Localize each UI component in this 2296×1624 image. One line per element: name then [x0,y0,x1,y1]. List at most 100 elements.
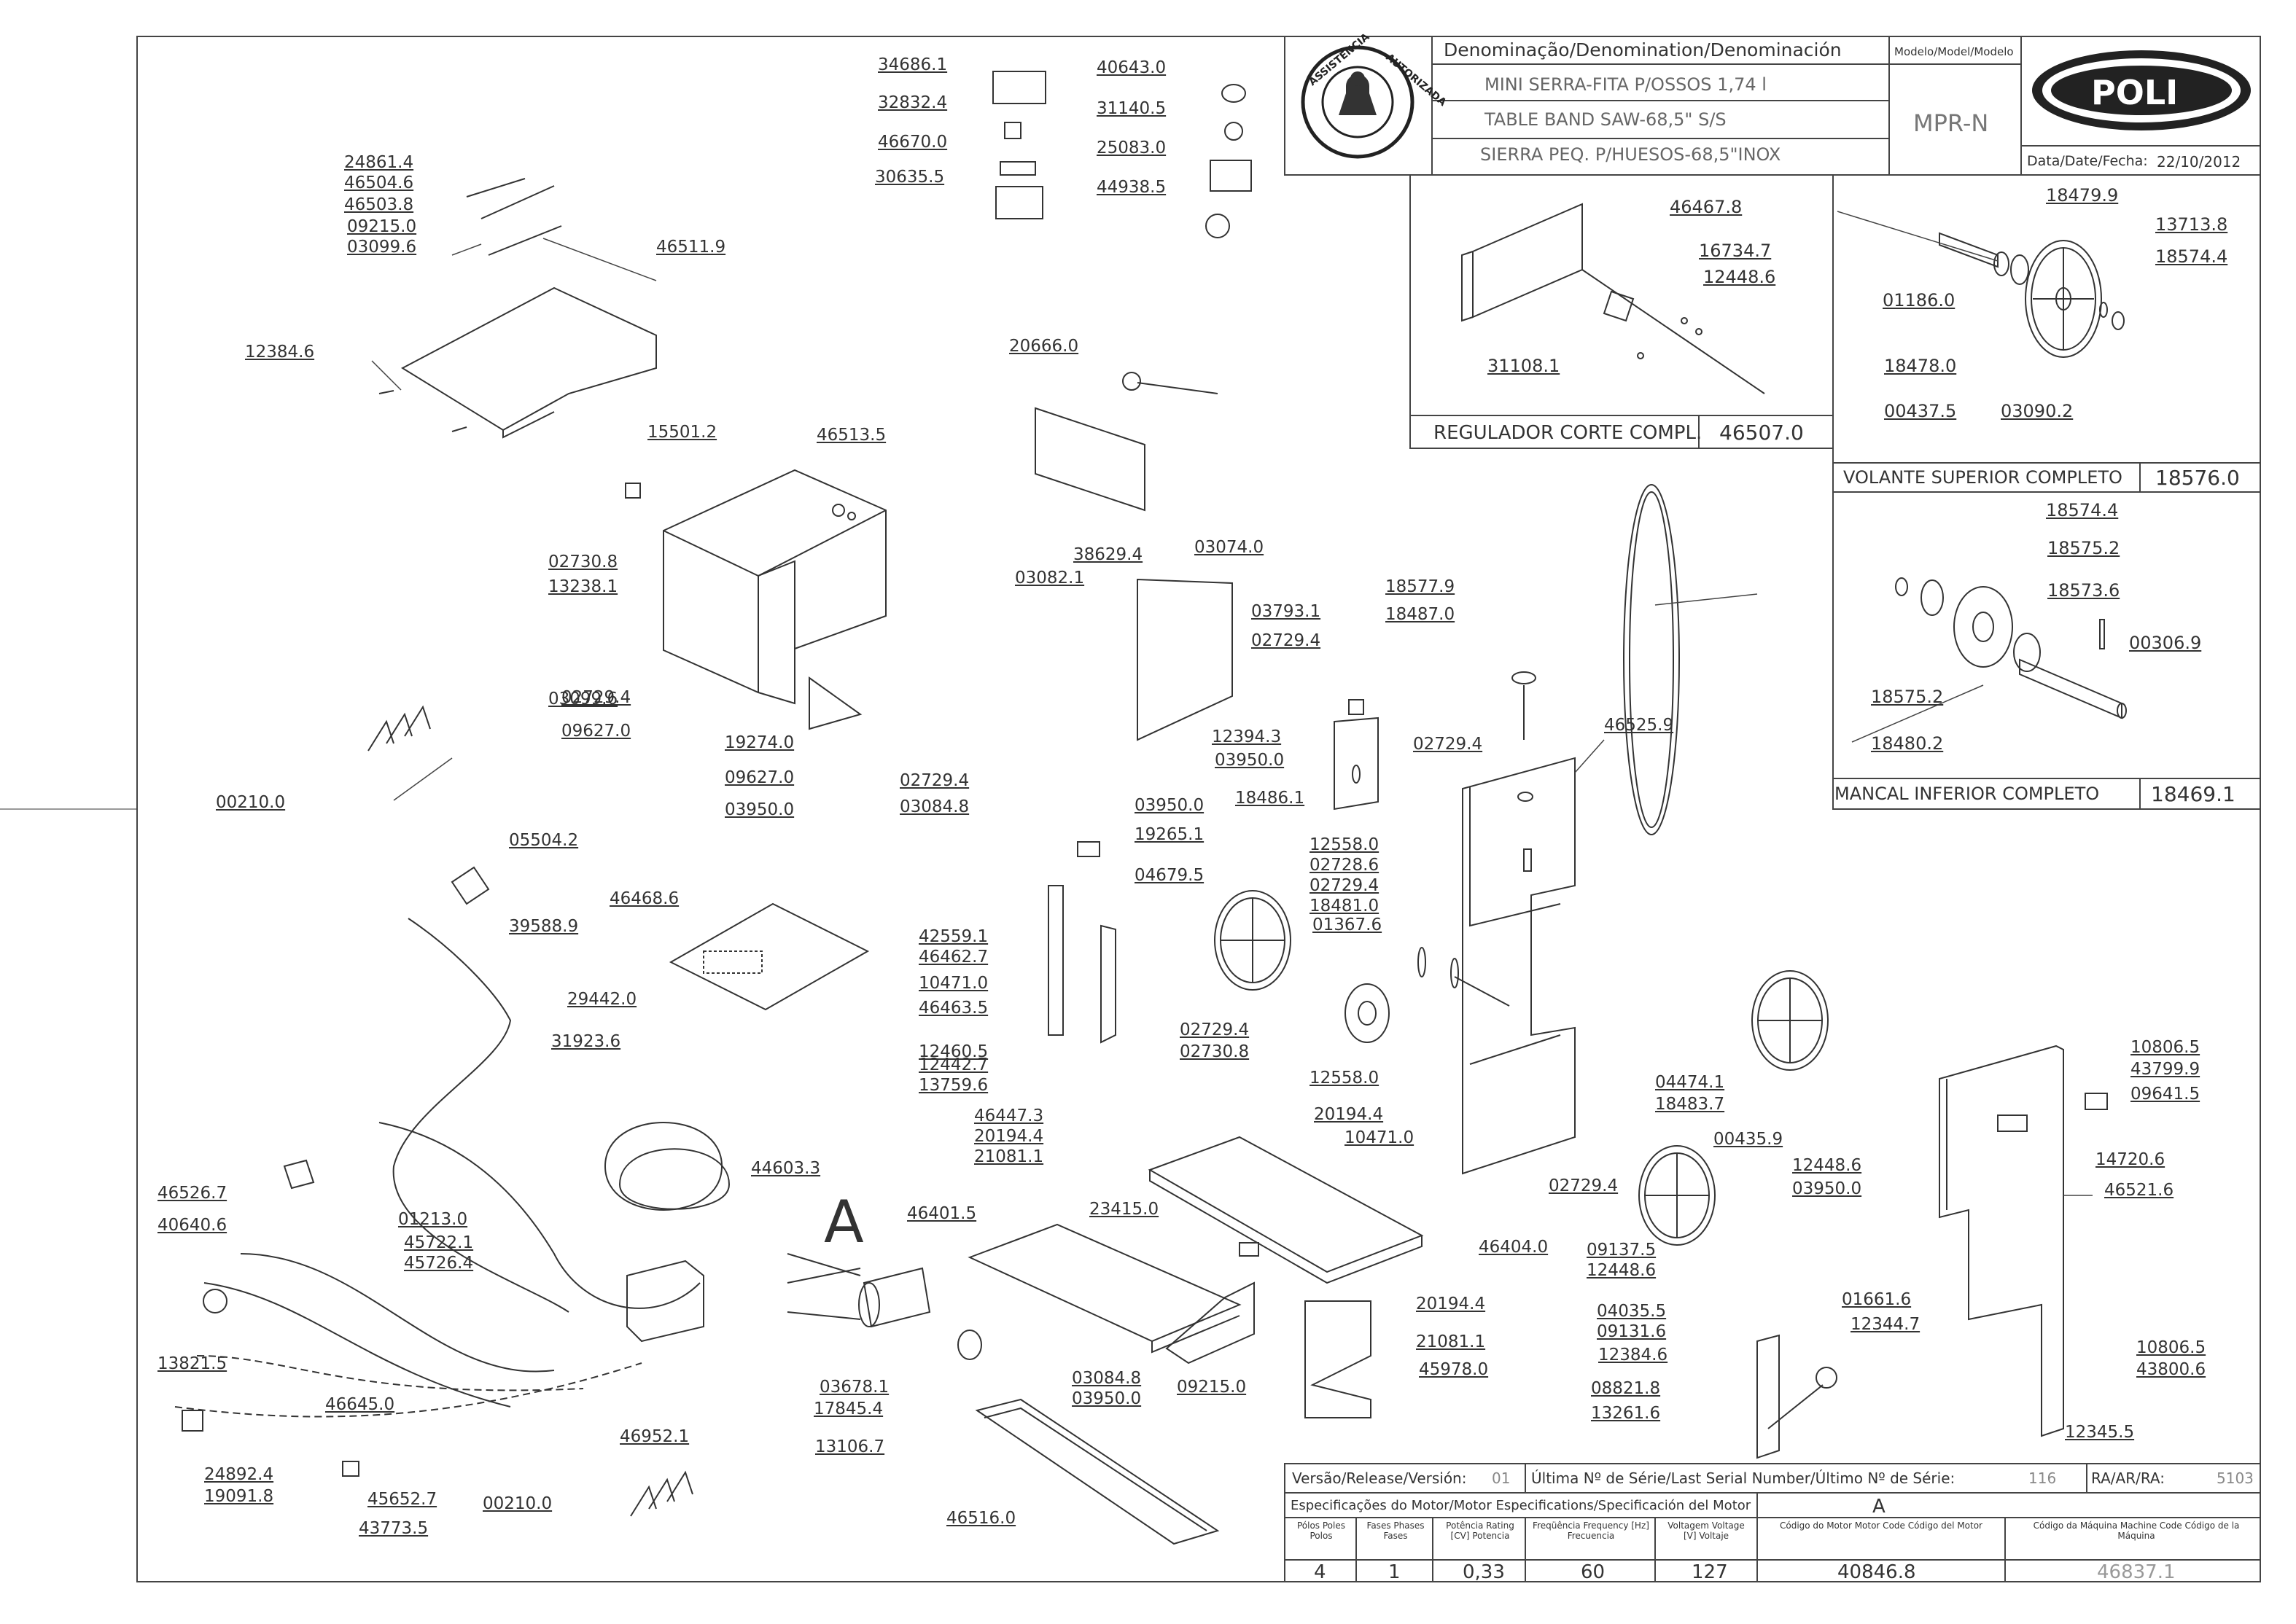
part-label: 46467.8 [1670,197,1743,217]
regulador-parts-drawing [1461,203,1765,394]
serial-label: Última Nº de Série/Last Serial Number/Úl… [1531,1469,1956,1487]
ra-label: RA/AR/RA: [2091,1469,2165,1487]
release-label: Versão/Release/Versión: [1292,1469,1467,1487]
regulador-title: REGULADOR CORTE COMPL. [1433,422,1702,444]
part-number-label: 45652.7 [367,1490,437,1509]
part-number-label: 45722.1 [404,1233,474,1252]
part-number-label: 38629.4 [1073,545,1143,564]
part-number-label: 12558.0 [1310,1069,1379,1088]
part-number-label: 05504.2 [509,831,579,850]
part-label: 18573.6 [2047,580,2120,601]
part-label: 18478.0 [1884,356,1957,376]
regulador-code: 46507.0 [1719,421,1804,445]
table-plate-drawing [378,178,657,439]
part-number-label: 03084.8 [1072,1369,1142,1388]
model-label: Modelo/Model/Modelo [1894,45,2014,58]
part-number-label: 03082.1 [1015,569,1085,587]
part-number-label: 03950.0 [1135,796,1205,815]
value-voltage: 127 [1692,1561,1728,1583]
part-number-label: 01367.6 [1312,916,1382,934]
part-number-label: 13261.6 [1591,1404,1661,1423]
part-number-label: 12384.6 [245,343,315,362]
part-number-label: 13821.5 [157,1354,227,1373]
part-number-label: 30635.5 [875,168,945,187]
part-number-label: 20194.4 [974,1127,1044,1146]
part-number-label: 46404.0 [1479,1238,1549,1257]
part-number-label: 17845.4 [814,1399,884,1418]
part-number-label: 46504.6 [344,173,414,192]
springs-drawing [367,705,693,1517]
part-number-label: 19265.1 [1135,825,1205,844]
part-number-label: 12558.0 [1310,835,1379,854]
part-number-label: 01661.6 [1842,1290,1912,1309]
part-number-label: 12448.6 [1587,1261,1657,1280]
part-number-label: 02729.4 [1549,1176,1619,1195]
value-machine-code: 46837.1 [2097,1561,2176,1583]
part-number-label: 29442.0 [567,990,637,1009]
part-number-label: 21081.1 [974,1147,1044,1166]
part-number-label: 46447.3 [974,1106,1044,1125]
part-number-label: 02729.4 [1251,631,1321,650]
part-number-label: 43773.5 [359,1519,429,1538]
part-number-label: 46521.6 [2104,1181,2174,1200]
part-number-label: 02729.4 [1310,876,1379,895]
part-number-label: 13759.6 [919,1076,989,1095]
part-number-label: 00435.9 [1713,1130,1783,1149]
volante-code: 18576.0 [2155,466,2240,490]
part-number-label: 20194.4 [1416,1295,1486,1313]
part-label: 18480.2 [1871,733,1944,754]
value-poles: 4 [1314,1561,1326,1583]
wiring-and-motor-drawing [174,866,982,1477]
part-number-label: 42559.1 [919,927,989,946]
part-label: 01186.0 [1883,290,1956,311]
labels-and-plates-drawing [992,71,1252,238]
mancal-code: 18469.1 [2151,782,2235,806]
poli-logo-text: POLI [2091,73,2179,112]
part-number-label: 46670.0 [878,133,948,152]
part-number-label: 09627.0 [561,722,631,741]
part-number-label: 02730.8 [548,553,618,571]
blade-guide-drawing [1048,699,1379,1044]
model-code: MPR-N [1913,109,1989,137]
part-number-label: 03793.1 [1251,602,1321,621]
part-label: 18575.2 [1871,687,1944,707]
part-number-label: 31140.5 [1097,99,1167,118]
part-number-label: 09215.0 [347,217,417,236]
part-number-label: 31923.6 [551,1032,621,1051]
part-number-label: 21081.1 [1416,1332,1486,1351]
product-name-en: TABLE BAND SAW-68,5" S/S [1484,109,1727,130]
part-number-label: 10806.5 [2130,1038,2200,1057]
product-name-pt: MINI SERRA-FITA P/OSSOS 1,74 l [1484,74,1767,95]
part-number-label: 15501.2 [647,423,717,442]
col-header-poles: Pólos Poles Polos [1296,1520,1345,1541]
value-rating: 0,33 [1463,1561,1505,1583]
part-number-label: 10471.0 [1344,1128,1414,1147]
volante-superior-drawing [1939,232,2125,358]
part-label: 18574.4 [2046,500,2119,520]
date-value: 22/10/2012 [2157,153,2241,171]
part-label: 13713.8 [2155,214,2228,235]
part-number-label: 45978.0 [1419,1360,1489,1379]
part-number-label: 12384.6 [1598,1346,1668,1365]
footer-table [1284,1463,2261,1582]
part-label: 12448.6 [1703,267,1776,287]
part-number-label: 09641.5 [2130,1085,2200,1104]
part-number-label: 03099.6 [548,690,618,708]
part-number-label: 18481.0 [1310,897,1379,916]
part-number-label: 02729.4 [900,771,970,790]
poli-logo [2032,50,2251,130]
part-number-label: 43799.9 [2130,1060,2200,1079]
cabinet-drawing [625,469,887,730]
part-number-label: 13106.7 [815,1437,885,1456]
part-number-label: 46401.5 [907,1204,977,1223]
part-number-label: 46511.9 [656,238,726,257]
part-number-label: 23415.0 [1089,1200,1159,1219]
part-number-label: 18486.1 [1235,789,1305,808]
part-number-label: 10471.0 [919,974,989,993]
part-number-label: 46952.1 [620,1427,690,1446]
serial-value: 116 [2028,1469,2057,1487]
part-number-label: 43800.6 [2136,1360,2206,1379]
part-number-label: 04474.1 [1655,1073,1725,1092]
part-number-label: 46468.6 [610,889,680,908]
ra-value: 5103 [2217,1469,2254,1487]
